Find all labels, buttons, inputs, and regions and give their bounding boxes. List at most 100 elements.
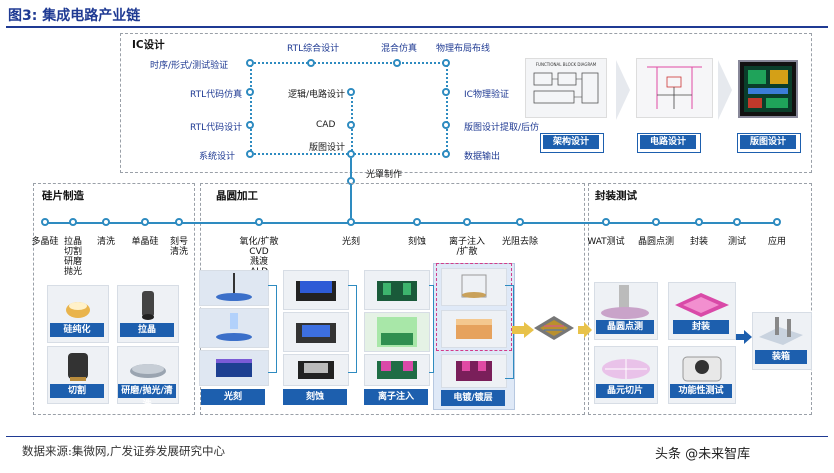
- node-polysilicon: [41, 218, 49, 226]
- node-litho: [347, 218, 355, 226]
- label-ic-phys-verify: IC物理验证: [464, 90, 509, 100]
- node-layout-extract: [442, 121, 450, 129]
- title-rule: [6, 26, 828, 28]
- node-logic-design: [347, 88, 355, 96]
- tag-packaging: 封装: [673, 320, 729, 334]
- etch-icon-2: [296, 323, 336, 343]
- step-etch: 刻蚀: [407, 237, 427, 247]
- node-layout-design: [347, 150, 355, 158]
- package-title: 封装测试: [595, 190, 637, 202]
- card-plating-1: [441, 268, 507, 306]
- etch-icon-3: [298, 361, 334, 379]
- arch-design-tag: 架构设计: [543, 135, 599, 149]
- block-diagram-image: FUNCTIONAL BLOCK DIAGRAM: [525, 58, 607, 118]
- tag-probe: 晶圆点测: [596, 320, 654, 334]
- dicing-icon: [602, 359, 650, 379]
- litho-icon-2: [216, 313, 252, 341]
- label-physical-layout: 物理布局布线: [436, 44, 491, 54]
- step-litho: 光刻: [341, 237, 361, 247]
- label-system-design: 系统设计: [199, 152, 236, 162]
- circuit-diagram-image: [636, 58, 713, 118]
- flow-bracket-2: [348, 285, 357, 373]
- chevron-arrow-2: [718, 60, 732, 120]
- node-wat: [602, 218, 610, 226]
- node-rtl-sim: [246, 88, 254, 96]
- card-litho-2: [199, 308, 269, 348]
- label-rtl-sim: RTL代码仿真: [190, 90, 243, 100]
- block-diagram-icon: [533, 72, 599, 104]
- node-application: [773, 218, 781, 226]
- etch-icon-1: [296, 281, 336, 301]
- card-implant-2: [364, 312, 430, 352]
- litho-icon-1: [216, 273, 252, 301]
- node-verification: [246, 59, 254, 67]
- card-etch-1: [283, 270, 349, 310]
- label-cad: CAD: [316, 120, 336, 130]
- arrow-right-icon: [512, 322, 534, 338]
- node-rtl-synth: [307, 59, 315, 67]
- node-oxidation: [255, 218, 263, 226]
- layout-design-tag: 版图设计: [740, 135, 796, 149]
- tag-implant: 离子注入: [364, 389, 428, 405]
- node-test: [733, 218, 741, 226]
- chip-icon: [534, 316, 574, 340]
- implant-icon-3: [377, 361, 417, 379]
- layout-icon: [744, 66, 792, 112]
- label-rtl-synth: RTL综合设计: [287, 44, 340, 54]
- boxing-icon: [759, 317, 803, 345]
- label-rtl-design: RTL代码设计: [190, 123, 243, 133]
- step-polysilicon: 多晶硅: [31, 237, 59, 247]
- arrow-right-icon-3: [736, 330, 752, 344]
- step-crystal-pull: 拉晶 切割 研磨 抛光: [63, 237, 83, 277]
- step-strip: 光阻去除: [501, 237, 539, 247]
- label-data-output: 数据输出: [464, 152, 501, 162]
- label-verification: 时序/形式/测试验证: [150, 61, 229, 71]
- wafer-box: [33, 183, 195, 415]
- label-mixed-sim: 混合仿真: [381, 44, 418, 54]
- mask-connector: [350, 158, 352, 218]
- wafer-title: 硅片制造: [42, 190, 84, 202]
- node-probe: [652, 218, 660, 226]
- ic-dotted-right: [446, 62, 448, 154]
- figure-title: 图3: 集成电路产业链: [8, 8, 141, 24]
- node-ic-phys-verify: [442, 88, 450, 96]
- node-implant: [463, 218, 471, 226]
- package-box: [588, 183, 812, 415]
- implant-icon-2: [377, 317, 417, 347]
- tester-icon: [682, 356, 722, 382]
- card-litho-3: [199, 350, 269, 386]
- tag-plating: 电镀/镀层: [441, 390, 505, 406]
- node-mask: [347, 177, 355, 185]
- tag-function-test: 功能性测试: [670, 384, 732, 398]
- label-layout-extract: 版图设计提取/后仿: [464, 123, 540, 133]
- watermark: 头条 @未来智库: [655, 447, 751, 462]
- ingot-icon: [142, 291, 154, 320]
- label-mask: 光罩制作: [366, 170, 403, 180]
- step-clean: 清洗: [96, 237, 116, 247]
- step-package: 封装: [689, 237, 709, 247]
- process-timeline: [45, 222, 777, 224]
- card-implant-3: [364, 354, 430, 386]
- tag-litho: 光刻: [201, 389, 265, 405]
- node-clean: [102, 218, 110, 226]
- source-note: 数据来源:集微网,广发证券发展研究中心: [22, 444, 226, 458]
- node-marking: [175, 218, 183, 226]
- litho-icon-3: [216, 359, 252, 377]
- tag-etch: 刻蚀: [283, 389, 347, 405]
- plating-icon-2: [456, 319, 492, 339]
- plating-icon-3: [456, 361, 492, 381]
- card-etch-3: [283, 354, 349, 386]
- circuit-icon: [647, 66, 702, 109]
- layout-image: [738, 60, 798, 118]
- ic-design-box: [120, 33, 812, 173]
- step-implant: 离子注入 /扩散: [448, 237, 486, 257]
- arrow-right-icon-2: [578, 322, 592, 338]
- card-plating-2: [441, 310, 507, 348]
- node-etch: [413, 218, 421, 226]
- card-litho-1: [199, 270, 269, 306]
- ic-dotted-top: [251, 62, 447, 64]
- block-diagram-caption: FUNCTIONAL BLOCK DIAGRAM: [535, 62, 597, 67]
- tag-ingot: 拉晶: [120, 323, 174, 337]
- node-mixed-sim: [393, 59, 401, 67]
- flow-bracket-3: [429, 285, 434, 373]
